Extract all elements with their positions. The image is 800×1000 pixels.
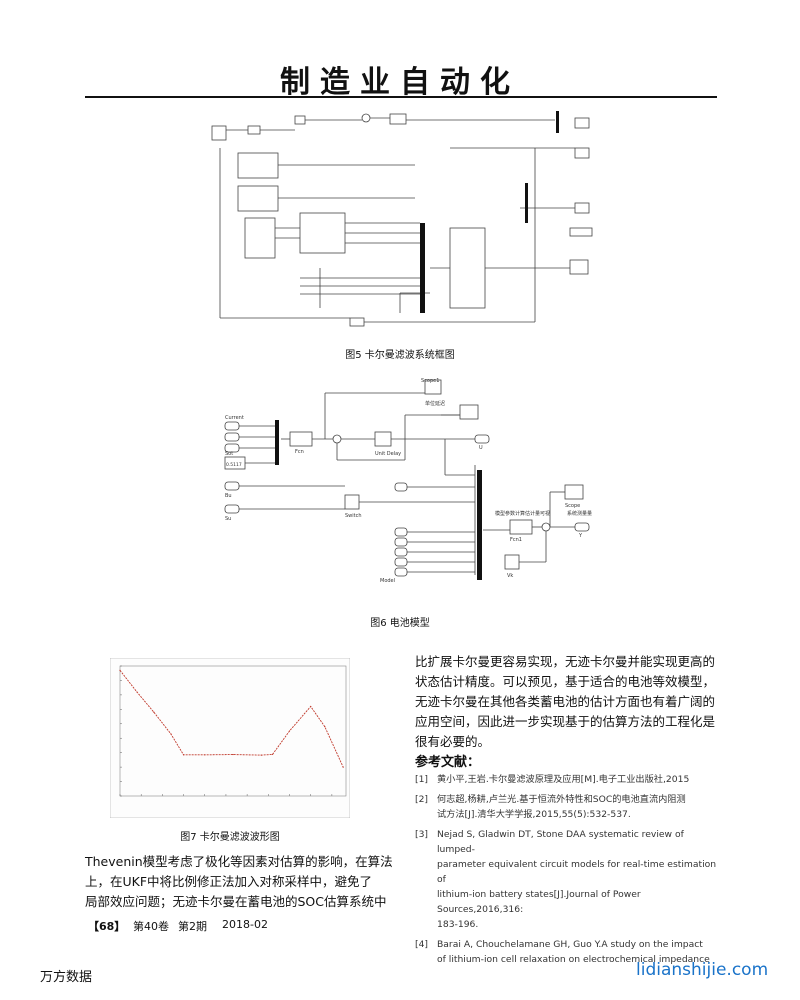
left-column-paragraph: Thevenin模型考虑了极化等因素对估算的影响，在算法 上，在UKF中将比例修… [85, 852, 395, 912]
data-point [182, 754, 185, 756]
data-point [271, 753, 274, 755]
text-line: 无迹卡尔曼在其他各类蓄电池的估计方面也有着广阔的 [415, 694, 716, 709]
text-line: 比扩展卡尔曼更容易实现，无迹卡尔曼并能实现更高的 [415, 654, 716, 669]
fig6-fcn1-label: Fcn1 [510, 537, 522, 543]
data-point [342, 766, 344, 768]
reference-line: 何志超,杨耕,卢兰光.基于恒流外特性和SOC的电池直流内阻测 [437, 794, 686, 805]
reference-item: [3] Nejad S, Gladwin DT, Stone DAA syste… [415, 827, 720, 932]
reference-line: 试方法[J].清华大学学报,2015,55(5):532-537. [437, 809, 631, 820]
footer-date: 2018-02 [222, 918, 268, 931]
text-line: 状态估计精度。可以预见，基于适合的电池等效模型， [415, 674, 716, 689]
text-line: Thevenin模型考虑了极化等因素对估算的影响，在算法 [85, 854, 393, 869]
data-point [310, 705, 312, 708]
references-title: 参考文献： [415, 755, 481, 770]
fig6-const-label: 0.5117 [226, 462, 242, 468]
references-list: [1] 黄小平,王岩.卡尔曼滤波原理及应用[M].电子工业出版社,2015 [2… [415, 772, 720, 967]
reference-line: 黄小平,王岩.卡尔曼滤波原理及应用[M].电子工业出版社,2015 [437, 774, 690, 785]
fig7-frame [110, 658, 350, 818]
reference-line: Barai A, Chouchelamane GH, Guo Y.A study… [437, 939, 703, 950]
reference-number: [1] [415, 774, 429, 785]
fig6-in6-label: Su [225, 516, 231, 522]
fig6-caption: 图6 电池模型 [370, 618, 430, 629]
reference-item: [2] 何志超,杨耕,卢兰光.基于恒流外特性和SOC的电池直流内阻测 试方法[J… [415, 792, 720, 822]
footer-page-number: 【68】 [88, 920, 126, 933]
fig7-waveform-chart [110, 658, 350, 818]
fig6-yk-label: 系统测量量 [567, 510, 592, 517]
fig5-caption: 图5 卡尔曼滤波系统框图 [345, 350, 455, 361]
right-column-paragraph: 比扩展卡尔曼更容易实现，无迹卡尔曼并能实现更高的 状态估计精度。可以预见，基于适… [415, 652, 725, 752]
fig6-scope-label: Scope [565, 503, 580, 509]
reference-item: [4] Barai A, Chouchelamane GH, Guo Y.A s… [415, 937, 720, 967]
fig5-block-diagram [211, 111, 593, 327]
data-point [170, 733, 172, 735]
fig6-switch-label: Switch [345, 513, 362, 519]
data-point [232, 753, 234, 756]
footer-volume: 第40卷 [133, 920, 169, 933]
reference-number: [2] [415, 794, 429, 805]
reference-line: Nejad S, Gladwin DT, Stone DAA systemati… [437, 829, 684, 855]
reference-line: lithium-ion battery states[J].Journal of… [437, 889, 641, 915]
website-watermark[interactable]: lidianshijie.com [636, 960, 769, 980]
reference-line: of lithium-ion cell relaxation on electr… [437, 954, 710, 965]
fig6-fcn-label: Fcn [295, 449, 304, 455]
text-line: 局部效应问题；无迹卡尔曼在蓄电池的SOC估算系统中 [85, 894, 387, 909]
fig6-in3-label: Sot [225, 451, 233, 457]
fig6-model-label: Model [380, 578, 395, 584]
data-point [153, 711, 155, 713]
data-point [204, 754, 206, 756]
fig7-caption: 图7 卡尔曼滤波波形图 [180, 832, 280, 843]
data-point [260, 754, 262, 756]
fig7-plot-area [119, 665, 347, 797]
header-rule [85, 96, 717, 98]
reference-item: [1] 黄小平,王岩.卡尔曼滤波原理及应用[M].电子工业出版社,2015 [415, 772, 720, 787]
footer-issue: 第2期 [178, 920, 207, 933]
data-point [288, 730, 291, 732]
fig6-battery-model: 单位延迟 Unit Delay Fcn Fcn1 Switch Model Sc… [224, 378, 592, 584]
text-line: 很有必要的。 [415, 734, 491, 749]
source-watermark: 万方数据 [40, 970, 93, 985]
reference-number: [3] [415, 829, 429, 840]
fig6-y-label: Y [578, 533, 583, 539]
journal-title: 制造业自动化 [280, 65, 520, 100]
text-line: 上，在UKF中将比例修正法加入对称采样中，避免了 [85, 874, 373, 889]
fig6-u-label: U [479, 445, 483, 451]
data-point [324, 726, 326, 728]
fig6-in1-label: Current [225, 415, 244, 421]
reference-line: parameter equivalent circuit models for … [437, 859, 717, 885]
fig6-scope1-label: Scope1 [421, 378, 439, 384]
fig6-in5-label: Bu [225, 493, 232, 499]
reference-line: 183-196. [437, 919, 479, 930]
fig6-unit-delay-title: 单位延迟 [425, 400, 445, 407]
data-point [119, 669, 121, 671]
fig6-unit-delay-label: Unit Delay [375, 451, 401, 457]
fig6-est-label: 模型参数计算估计量可视 [495, 510, 550, 517]
fig6-vk-label: Vk [507, 573, 513, 579]
reference-number: [4] [415, 939, 429, 950]
fig6-input-port [224, 421, 240, 431]
data-point [136, 691, 138, 693]
text-line: 应用空间，因此进一步实现基于的估算方法的工程化是 [415, 714, 716, 729]
